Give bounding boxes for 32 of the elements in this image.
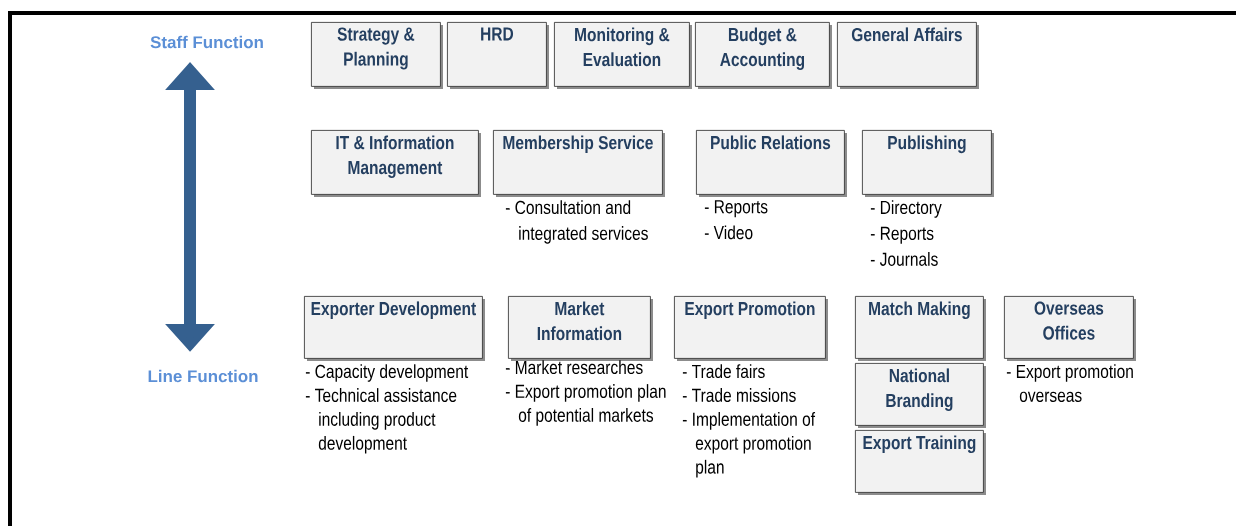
bullet-item: - Trade missions bbox=[682, 388, 796, 402]
department-box: Public Relations bbox=[696, 130, 847, 197]
bullet-item: - Reports bbox=[704, 200, 768, 218]
department-box: Match Making bbox=[855, 296, 986, 361]
department-box: Overseas Offices bbox=[1004, 296, 1136, 361]
department-box: Membership Service bbox=[493, 130, 665, 197]
bullet-item: - Market researches bbox=[505, 360, 643, 375]
bullet-item: - Video bbox=[704, 225, 753, 240]
bullet-item: - Technical assistance including product development bbox=[305, 388, 457, 454]
bullet-item: - Export promotion overseas bbox=[1006, 364, 1133, 402]
department-box: Exporter Development bbox=[304, 296, 485, 361]
department-box: IT & Information Management bbox=[311, 130, 481, 197]
department-box: HRD bbox=[447, 22, 549, 89]
bullet-item: - Implementation of export promotion plan bbox=[682, 412, 816, 478]
function-label: Line Function bbox=[148, 369, 258, 383]
bullet-item: - Capacity development bbox=[305, 364, 469, 382]
department-box: Monitoring & Evaluation bbox=[554, 22, 692, 89]
department-box: Budget & Accounting bbox=[695, 22, 832, 89]
department-box: Market Information bbox=[508, 296, 653, 361]
bullet-item: - Consultation and integrated services bbox=[505, 200, 648, 244]
bullet-item: - Export promotion plan of potential markets bbox=[505, 384, 666, 426]
function-label: Staff Function bbox=[150, 35, 263, 49]
department-box: National Branding bbox=[855, 363, 986, 428]
bullet-item: - Journals bbox=[870, 252, 938, 266]
department-box: Publishing bbox=[862, 130, 994, 197]
bullet-item: - Trade fairs bbox=[682, 364, 765, 379]
bullet-item: - Reports bbox=[870, 226, 934, 244]
department-box: Export Promotion bbox=[674, 296, 828, 361]
department-box: General Affairs bbox=[837, 22, 979, 89]
bullet-item: - Directory bbox=[870, 200, 942, 218]
department-box: Strategy & Planning bbox=[311, 22, 443, 89]
department-box: Export Training bbox=[855, 430, 986, 495]
